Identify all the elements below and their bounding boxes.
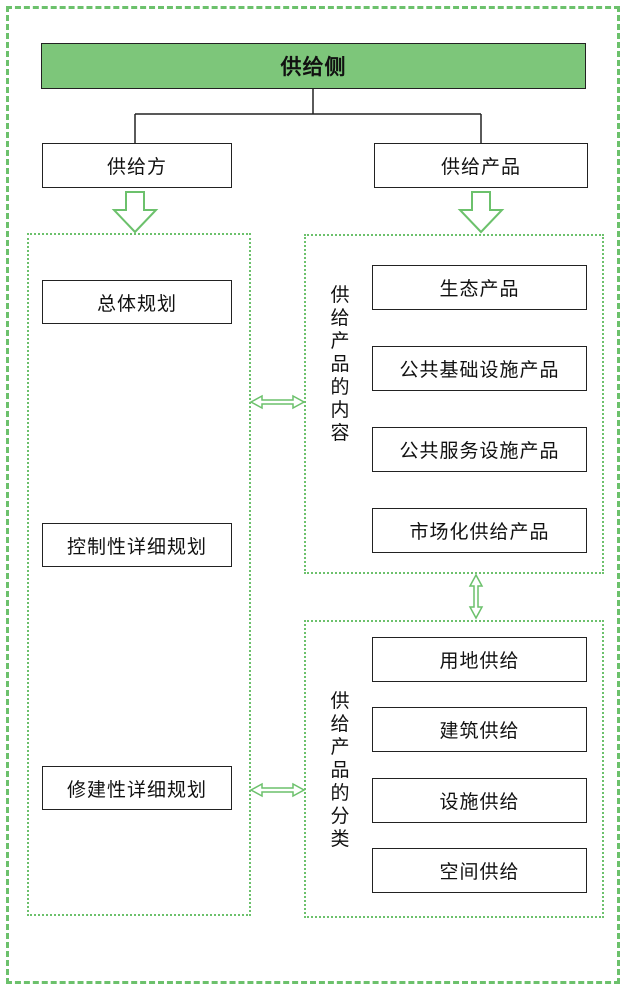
content-item-label: 公共基础设施产品	[399, 359, 560, 381]
content-item-label: 公共服务设施产品	[399, 440, 560, 462]
outer-frame	[6, 6, 620, 984]
product-category-panel	[304, 620, 604, 918]
category-item-facility: 设施供给	[372, 778, 587, 823]
product-content-label: 供给产品的内容	[330, 284, 350, 444]
down-arrow-right	[457, 191, 505, 234]
content-item-public-service: 公共服务设施产品	[372, 427, 587, 472]
category-item-label: 用地供给	[439, 650, 520, 672]
category-item-label: 设施供给	[439, 791, 520, 813]
supplier-node: 供给方	[42, 143, 232, 188]
planning-item-overall: 总体规划	[42, 280, 232, 324]
category-item-land: 用地供给	[372, 637, 587, 682]
product-content-panel	[304, 234, 604, 574]
double-arrow-lower	[249, 782, 306, 798]
double-arrow-vertical	[468, 573, 484, 620]
supplier-label: 供给方	[106, 156, 167, 178]
content-item-eco: 生态产品	[372, 265, 587, 310]
planning-item-label: 控制性详细规划	[66, 535, 207, 558]
planning-item-regulatory: 控制性详细规划	[42, 523, 232, 567]
down-arrow-left	[111, 191, 159, 234]
category-item-label: 建筑供给	[439, 720, 520, 742]
planning-item-constructive: 修建性详细规划	[42, 766, 232, 810]
product-category-label: 供给产品的分类	[330, 690, 350, 850]
planning-item-label: 修建性详细规划	[66, 778, 207, 801]
supply-product-label: 供给产品	[440, 156, 521, 178]
content-item-label: 生态产品	[439, 278, 520, 300]
planning-panel	[27, 233, 251, 916]
planning-item-label: 总体规划	[96, 292, 177, 315]
content-item-infrastructure: 公共基础设施产品	[372, 346, 587, 391]
supply-product-node: 供给产品	[374, 143, 588, 188]
category-item-building: 建筑供给	[372, 707, 587, 752]
root-node: 供给侧	[41, 43, 586, 89]
content-item-label: 市场化供给产品	[409, 521, 550, 543]
double-arrow-upper	[249, 394, 306, 410]
root-label: 供给侧	[280, 55, 347, 79]
category-item-space: 空间供给	[372, 848, 587, 893]
content-item-market: 市场化供给产品	[372, 508, 587, 553]
category-item-label: 空间供给	[439, 861, 520, 883]
